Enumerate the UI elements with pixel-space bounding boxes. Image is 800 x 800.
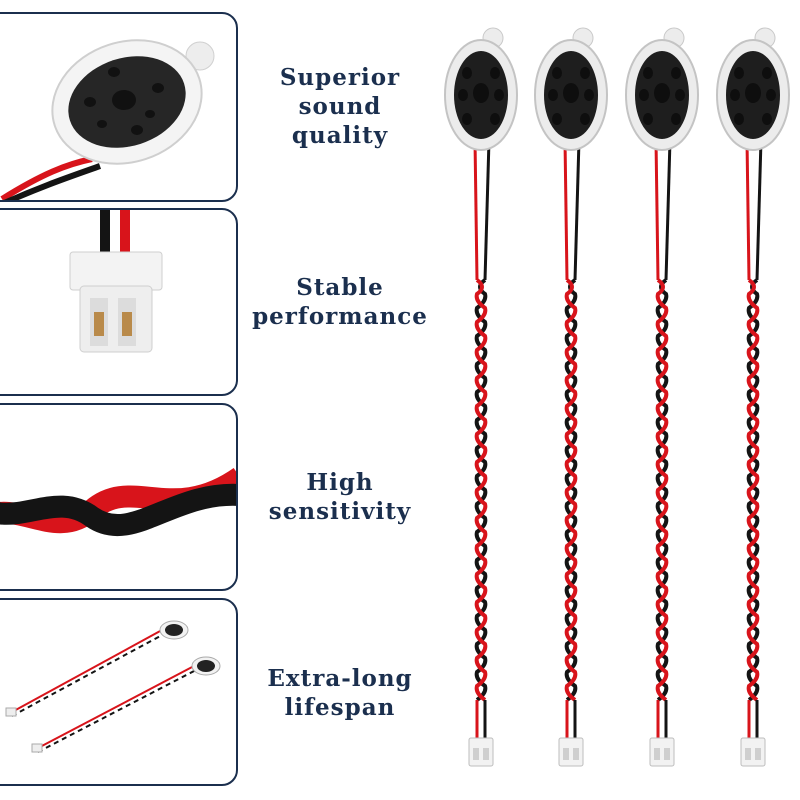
speaker-hole: [552, 113, 562, 125]
twisted-black-wire: [655, 278, 669, 702]
speaker-hole: [675, 89, 685, 101]
speaker-hole: [734, 113, 744, 125]
speaker-hole: [490, 113, 500, 125]
speaker-hole: [762, 113, 772, 125]
speaker-hole: [639, 89, 649, 101]
feature-line: Stable: [296, 274, 384, 301]
feature-extra-long-lifespan: Extra-long lifespan: [248, 664, 432, 722]
speaker-center: [745, 83, 761, 103]
product-speakers-image: [444, 27, 790, 767]
speaker-closeup-image: [0, 39, 215, 200]
speaker-hole: [730, 89, 740, 101]
feature-line: quality: [291, 122, 389, 149]
twisted-red-wire: [746, 278, 760, 702]
black-wire: [755, 139, 763, 281]
speaker-hole: [548, 89, 558, 101]
speaker-hole: [462, 113, 472, 125]
panel-twisted-wire-closeup: [0, 403, 238, 591]
twisted-black-wire: [746, 278, 760, 702]
feature-line: Extra-long: [267, 665, 413, 692]
feature-line: lifespan: [284, 694, 396, 721]
speaker-hole: [671, 67, 681, 79]
speaker-hole: [584, 89, 594, 101]
feature-line: sensitivity: [268, 498, 412, 525]
connector-pin: [654, 748, 660, 760]
speaker-hole: [766, 89, 776, 101]
red-wire: [473, 139, 479, 281]
connector-pin: [563, 748, 569, 760]
twisted-red-wire: [564, 278, 578, 702]
connector: [649, 737, 675, 767]
feature-superior-sound-quality: Superior sound quality: [248, 63, 432, 150]
speaker-hole: [490, 67, 500, 79]
connector-pin: [473, 748, 479, 760]
speaker-center: [654, 83, 670, 103]
panel-connector-closeup: [0, 208, 238, 396]
connector-pin: [664, 748, 670, 760]
connector-pin: [755, 748, 761, 760]
speaker-hole: [462, 67, 472, 79]
red-wire: [563, 139, 569, 281]
twisted-black-wire: [474, 278, 488, 702]
full-product-image: [5, 620, 221, 753]
panel-full-product: [0, 598, 238, 786]
black-wire: [573, 139, 581, 281]
red-wire: [745, 139, 751, 281]
connector-pin: [573, 748, 579, 760]
twisted-red-wire: [474, 278, 488, 702]
twisted-black-wire: [564, 278, 578, 702]
feature-line: sound: [298, 93, 382, 120]
speaker-hole: [734, 67, 744, 79]
speaker-hole: [580, 113, 590, 125]
connector: [558, 737, 584, 767]
speaker-hole: [494, 89, 504, 101]
feature-line: High: [306, 469, 374, 496]
speaker-hole: [643, 113, 653, 125]
speaker-hole: [580, 67, 590, 79]
black-wire: [483, 139, 491, 281]
speaker-center: [563, 83, 579, 103]
speaker-hole: [643, 67, 653, 79]
feature-high-sensitivity: High sensitivity: [248, 468, 432, 526]
feature-line: performance: [252, 303, 428, 330]
speaker-hole: [458, 89, 468, 101]
feature-stable-performance: Stable performance: [248, 273, 432, 331]
speaker-hole: [671, 113, 681, 125]
feature-line: Superior: [279, 64, 401, 91]
speaker-center: [473, 83, 489, 103]
speaker-hole: [762, 67, 772, 79]
twisted-wire-closeup-image: [0, 467, 236, 537]
red-wire: [654, 139, 660, 281]
panel-speaker-closeup: [0, 12, 238, 202]
connector: [468, 737, 494, 767]
black-wire: [664, 139, 672, 281]
twisted-red-wire: [655, 278, 669, 702]
speaker-hole: [552, 67, 562, 79]
connector: [740, 737, 766, 767]
connector-pin: [483, 748, 489, 760]
connector-pin: [745, 748, 751, 760]
connector-closeup-image: [69, 210, 163, 353]
